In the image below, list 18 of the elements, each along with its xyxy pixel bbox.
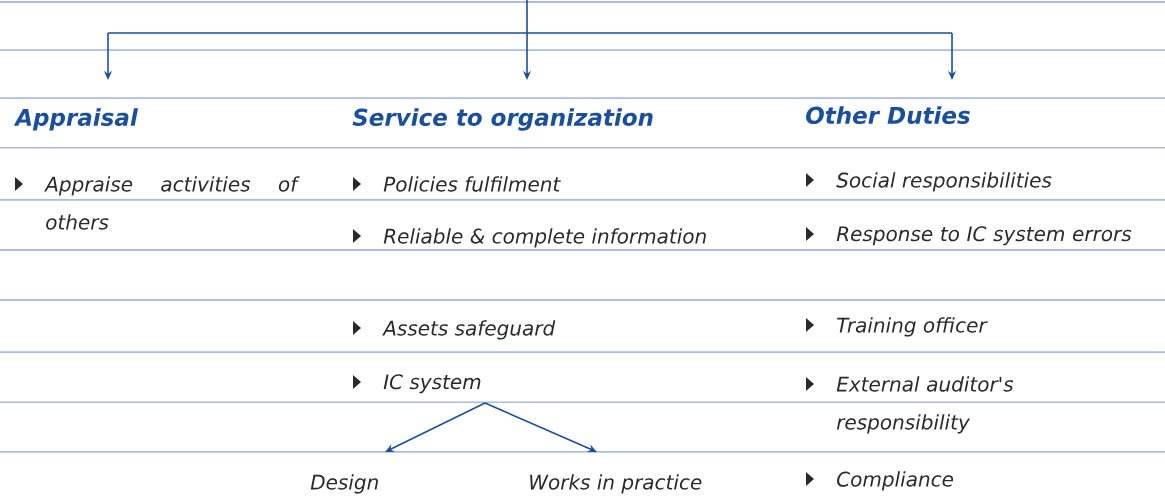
bullet-text: Social responsibilities — [836, 172, 1052, 192]
bullet-text: Policies fulfilment — [383, 176, 561, 192]
bullet-text: Appraise activities of others — [44, 176, 300, 230]
bullet-text: Compliance — [837, 471, 954, 491]
bullet-text: Reliable & complete information — [383, 228, 706, 248]
bullet-text: IC system — [383, 374, 481, 394]
bullet-text: Training officer — [837, 317, 988, 337]
branch-label: Works in practice — [530, 474, 702, 494]
bullet-text: Response to IC system errors — [836, 226, 1132, 246]
bullet-text: Assets safeguard — [382, 320, 556, 340]
heading: Appraisal — [13, 108, 139, 131]
heading: Other Duties — [806, 106, 970, 124]
arrow — [385, 402, 486, 452]
heading: Service to organization — [352, 108, 653, 131]
connector-line — [107, 0, 953, 34]
bullet-text: External auditor's responsibility — [836, 376, 1014, 434]
branch-label: Design — [310, 474, 378, 494]
arrow — [484, 402, 597, 453]
